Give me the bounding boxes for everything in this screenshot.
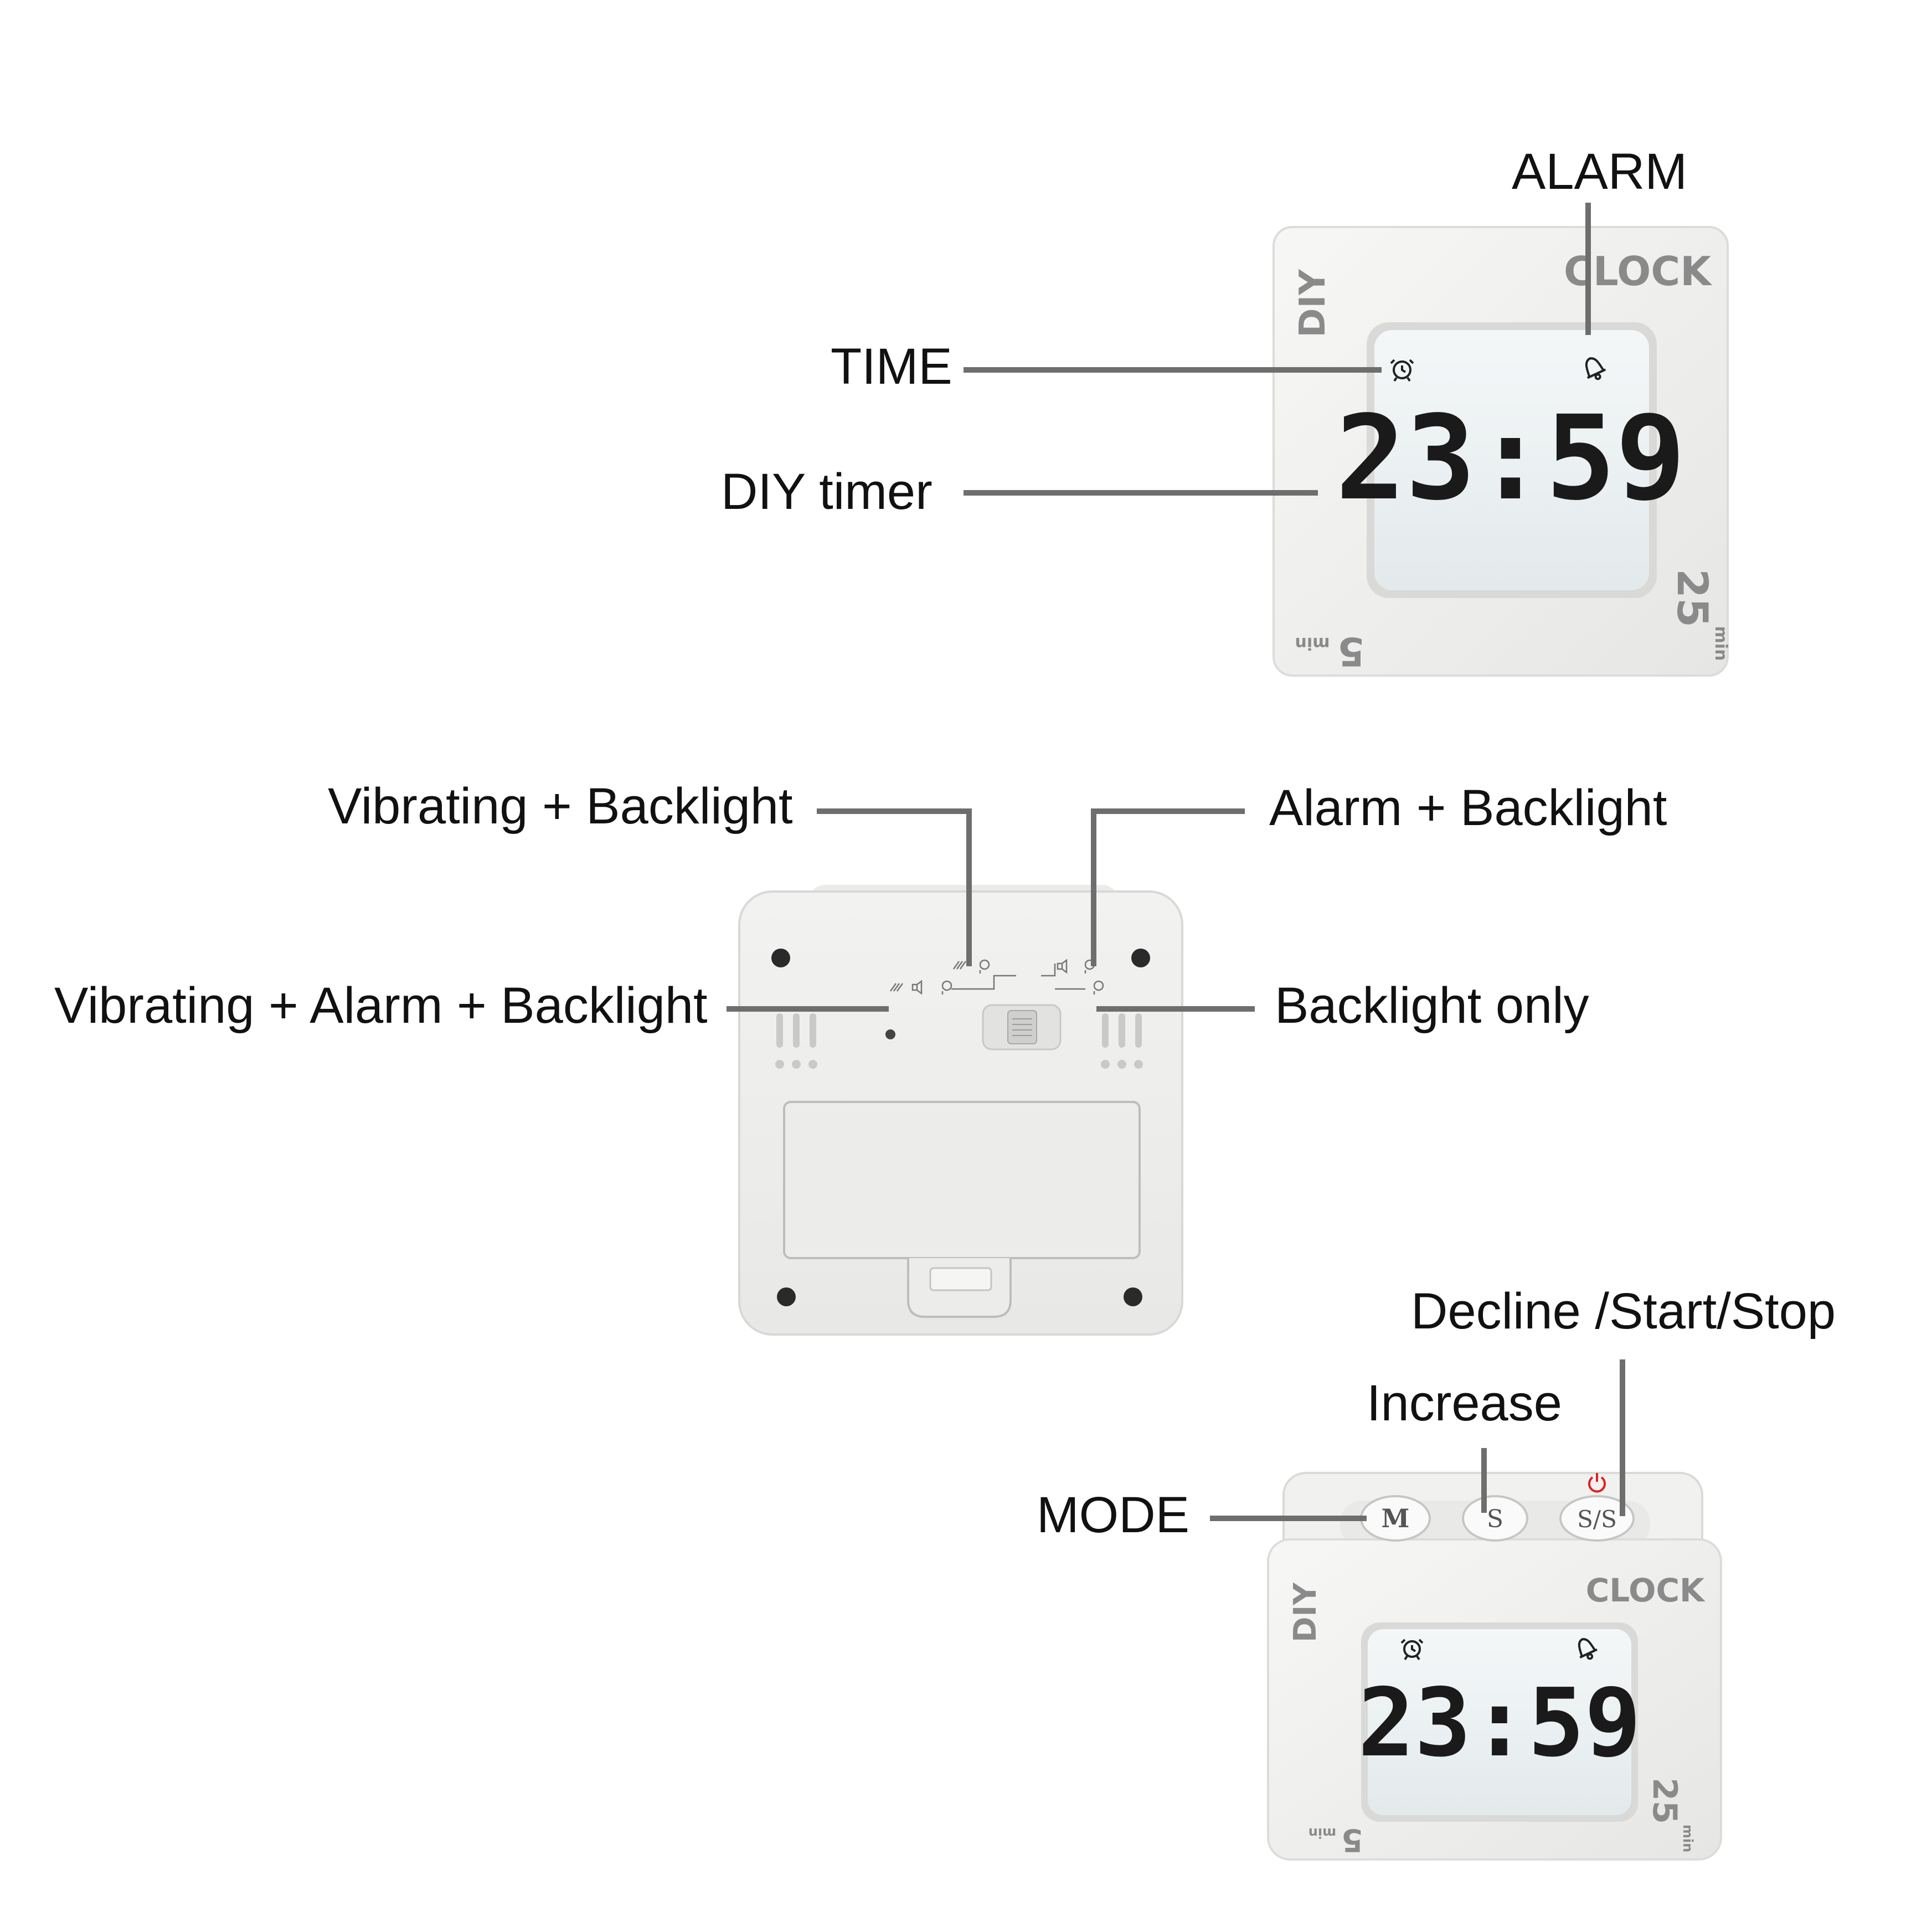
mode-button[interactable]: M [1360,1495,1431,1542]
label-time: TIME [831,338,952,395]
back-view-device [738,885,1183,1336]
reset-pinhole[interactable] [885,1029,895,1039]
bulb-icon [941,980,952,995]
set-button[interactable]: S [1462,1495,1528,1542]
battery-cover-tab[interactable] [929,1267,992,1291]
label-mode: MODE [1037,1487,1189,1543]
alarm-backlight-leader-line [1091,808,1245,966]
label-backlight-only: Backlight only [1275,977,1589,1034]
switch-bracket-left [951,975,1016,990]
front-leader-lines [964,203,1591,496]
top-side-diy: DIY [1287,1582,1323,1642]
top-preset-5: 5 [1342,1822,1363,1858]
label-alarm-backlight: Alarm + Backlight [1269,780,1667,836]
top-preset-5-unit: min [1308,1825,1336,1841]
label-vibrating-backlight: Vibrating + Backlight [328,778,793,834]
alarm-clock-icon [1390,359,1414,382]
screw-hole-top-left [771,949,790,967]
top-leader-lines [1210,1359,1625,1521]
front-side-diy: DIY [1292,269,1333,338]
back-leader-lines [727,808,1255,1012]
label-alarm: ALARM [1512,143,1687,200]
vibrating-backlight-leader-line [817,808,972,966]
front-display-time: 23:59 [1336,390,1686,526]
front-preset-5: 5 [1338,628,1365,674]
bulb-icon-4 [1093,980,1104,995]
switch-position-icons [889,959,1104,995]
battery-cover[interactable] [783,1101,1141,1259]
mode-switch-grip [1012,1018,1032,1036]
front-lcd-screen [1374,330,1649,590]
speaker-icon [911,980,923,995]
start-stop-button[interactable]: S/S [1559,1495,1635,1542]
screw-hole-bottom-right [1124,1287,1142,1306]
label-diy-timer: DIY timer [721,463,932,520]
power-icon [1588,1473,1606,1493]
top-preset-25: 25 [1645,1778,1684,1824]
switch-bracket-right [1041,964,1056,977]
top-bell-icon [1578,1638,1598,1660]
label-vibrating-alarm-backlight: Vibrating + Alarm + Backlight [54,977,708,1034]
top-preset-25-unit: min [1680,1825,1696,1852]
mode-button-label: M [1382,1503,1410,1533]
screw-hole-top-right [1131,949,1150,967]
front-preset-5-unit: min [1295,633,1330,653]
bell-icon [1585,357,1606,380]
set-button-label: S [1487,1505,1503,1533]
vibrate-icon-2 [952,961,967,970]
label-decline-start-stop: Decline /Start/Stop [1411,1283,1836,1339]
front-preset-25: 25 [1668,569,1717,627]
top-lcd-screen [1368,1629,1631,1815]
speaker-icon-2 [1057,959,1068,974]
top-view-device: 23:59 CLOCK DIY 5 min 25 min M S S/S [1267,1472,1722,1861]
label-increase: Increase [1367,1375,1562,1431]
bulb-icon-2 [979,959,990,973]
top-alarm-clock-icon [1400,1639,1424,1661]
speaker-grille-right [1101,1013,1143,1069]
mode-switch-slider[interactable] [1007,1010,1037,1044]
front-view-device: 23:59 CLOCK DIY 5 min 25 min [1272,226,1730,677]
start-stop-button-label: S/S [1577,1506,1617,1533]
front-preset-25-unit: min [1711,626,1730,661]
vibrate-icon [889,983,904,992]
top-brand-clock: CLOCK [1586,1572,1706,1609]
top-display-time: 23:59 [1358,1668,1641,1778]
screw-hole-bottom-left [777,1287,796,1306]
speaker-grille-left [775,1013,817,1069]
